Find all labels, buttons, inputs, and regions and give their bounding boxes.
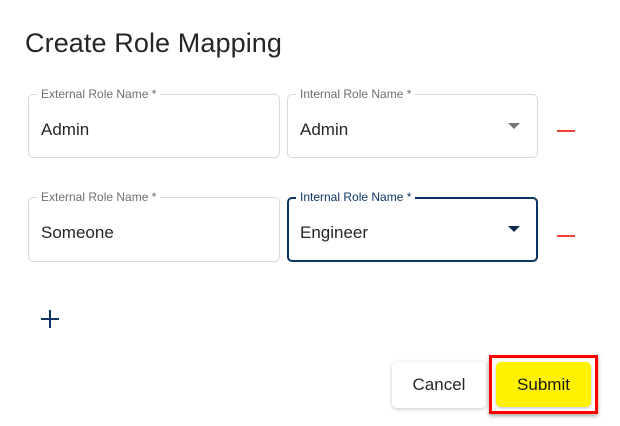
cancel-button[interactable]: Cancel bbox=[392, 362, 486, 408]
internal-role-name-select-1[interactable]: Internal Role Name * Admin bbox=[287, 87, 538, 158]
internal-role-name-value: Admin bbox=[300, 120, 349, 139]
remove-mapping-button-2[interactable] bbox=[551, 221, 581, 251]
minus-icon bbox=[557, 235, 575, 237]
external-role-name-field-1[interactable]: External Role Name * Admin bbox=[28, 87, 280, 158]
submit-button[interactable]: Submit bbox=[496, 362, 591, 407]
external-role-name-value: Admin bbox=[41, 120, 90, 139]
add-mapping-button[interactable] bbox=[36, 305, 64, 333]
external-role-name-label: External Role Name * bbox=[37, 190, 161, 204]
internal-role-name-value: Engineer bbox=[300, 223, 369, 242]
dropdown-arrow-icon[interactable] bbox=[508, 226, 520, 232]
minus-icon bbox=[557, 130, 575, 132]
external-role-name-label: External Role Name * bbox=[37, 87, 161, 101]
internal-role-name-select-2[interactable]: Internal Role Name * Engineer bbox=[287, 190, 538, 262]
internal-role-name-label: Internal Role Name * bbox=[296, 190, 416, 204]
remove-mapping-button-1[interactable] bbox=[551, 116, 581, 146]
internal-role-name-label: Internal Role Name * bbox=[296, 87, 416, 101]
dropdown-arrow-icon[interactable] bbox=[508, 123, 520, 129]
submit-highlight-box bbox=[489, 355, 598, 414]
external-role-name-field-2[interactable]: External Role Name * Someone bbox=[28, 190, 280, 262]
external-role-name-value: Someone bbox=[41, 223, 114, 242]
plus-icon-vertical bbox=[49, 310, 51, 328]
dialog-title: Create Role Mapping bbox=[25, 28, 283, 58]
